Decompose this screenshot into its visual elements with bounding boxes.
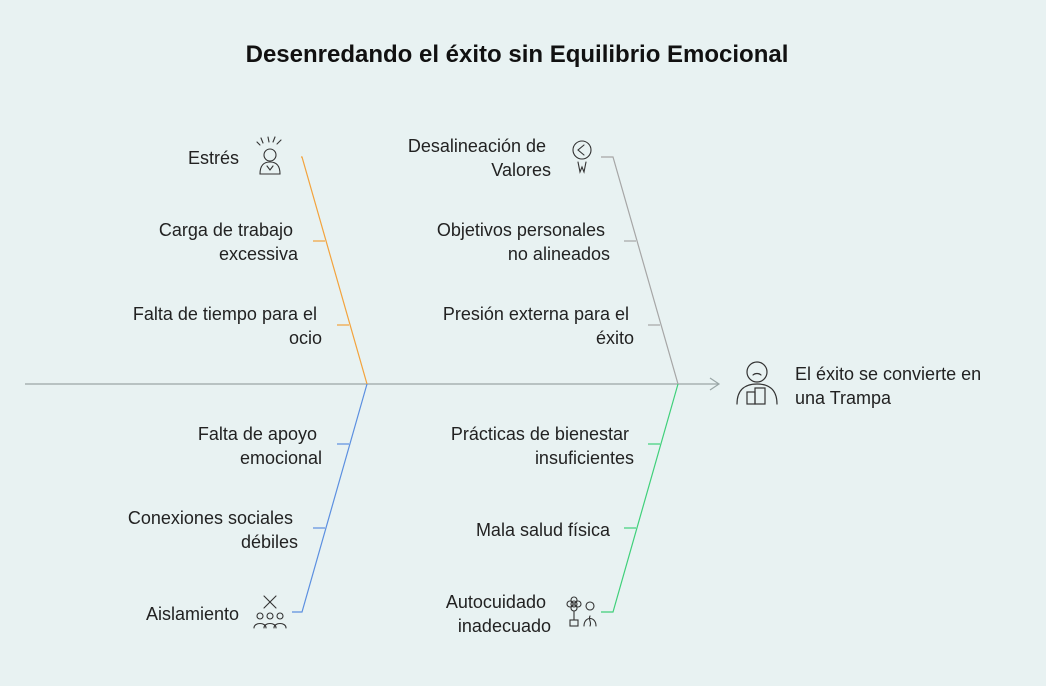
- cause-line: ocio: [289, 328, 322, 348]
- cause-objetivos: Objetivos personales no alineados: [437, 220, 610, 264]
- cause-falta-apoyo: Falta de apoyo emocional: [198, 424, 322, 468]
- cause-line: emocional: [240, 448, 322, 468]
- cause-line: Mala salud física: [476, 520, 611, 540]
- spine-arrow-head: [709, 377, 721, 391]
- cause-falta-tiempo: Falta de tiempo para el ocio: [133, 304, 322, 348]
- cause-line: éxito: [596, 328, 634, 348]
- bone-bottom-right: [601, 383, 679, 613]
- cause-aislamiento: Aislamiento: [146, 604, 239, 624]
- cause-line: excessiva: [219, 244, 299, 264]
- cause-estres: Estrés: [188, 148, 239, 168]
- stressed-person-icon: [256, 136, 282, 175]
- cause-autocuidado: Autocuidado inadecuado: [446, 592, 551, 636]
- cause-mala-salud: Mala salud física: [476, 520, 611, 540]
- cause-carga-trabajo: Carga de trabajo excessiva: [159, 220, 299, 264]
- cause-line: Estrés: [188, 148, 239, 168]
- cause-line: Prácticas de bienestar: [451, 424, 629, 444]
- cause-line: Carga de trabajo: [159, 220, 293, 240]
- cause-line: inadecuado: [458, 616, 551, 636]
- cause-presion: Presión externa para el éxito: [443, 304, 634, 348]
- person-at-desk-icon: [736, 361, 778, 405]
- cause-line: Valores: [491, 160, 551, 180]
- page-title: Desenredando el éxito sin Equilibrio Emo…: [246, 41, 789, 68]
- bone-bottom-left: [292, 383, 368, 613]
- award-medal-icon: [572, 140, 592, 174]
- flower-person-icon: [566, 596, 597, 627]
- cause-practicas: Prácticas de bienestar insuficientes: [451, 424, 634, 468]
- cause-line: Falta de tiempo para el: [133, 304, 317, 324]
- bone-top-right: [601, 156, 679, 385]
- isolated-group-icon: [253, 595, 287, 629]
- cause-line: débiles: [241, 532, 298, 552]
- cause-line: Aislamiento: [146, 604, 239, 624]
- cause-conexiones: Conexiones sociales débiles: [128, 508, 298, 552]
- effect-line: El éxito se convierte en: [795, 364, 981, 384]
- effect-line: una Trampa: [795, 388, 892, 408]
- cause-line: Desalineación de: [408, 136, 546, 156]
- cause-line: Presión externa para el: [443, 304, 629, 324]
- cause-line: Falta de apoyo: [198, 424, 317, 444]
- cause-desalineacion: Desalineación de Valores: [408, 136, 551, 180]
- cause-line: Objetivos personales: [437, 220, 605, 240]
- effect-label: El éxito se convierte en una Trampa: [795, 364, 986, 408]
- bone-top-left: [301, 156, 368, 385]
- cause-line: Conexiones sociales: [128, 508, 293, 528]
- cause-line: insuficientes: [535, 448, 634, 468]
- cause-line: Autocuidado: [446, 592, 546, 612]
- cause-line: no alineados: [508, 244, 610, 264]
